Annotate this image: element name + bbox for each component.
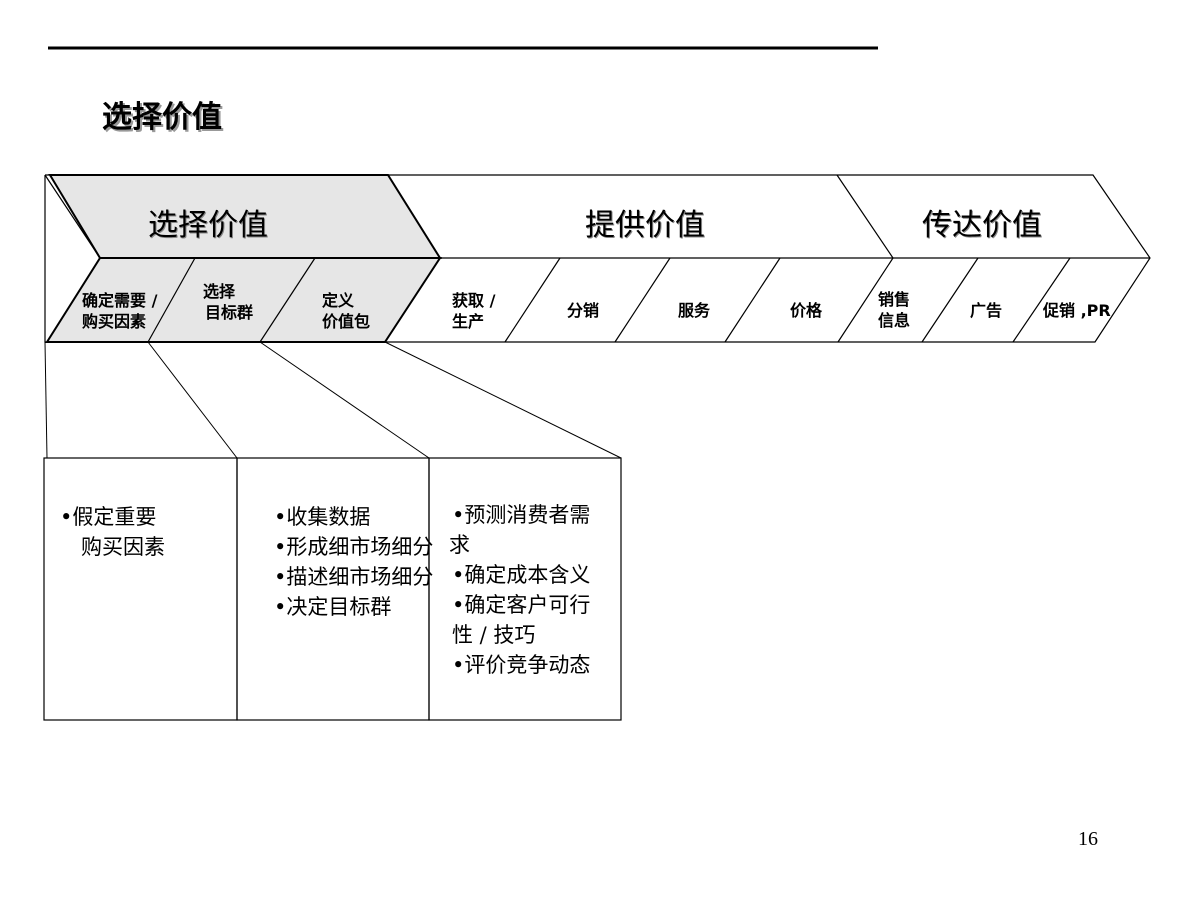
step-promotion-pr: 促销 ,PR <box>1043 301 1111 320</box>
detail-line: •决定目标群 <box>274 595 392 619</box>
step-line: 销售 <box>878 290 911 309</box>
page-number: 16 <box>1078 828 1098 850</box>
step-acquire-produce: 获取 / 生产 <box>452 290 495 332</box>
step-define-package: 定义价值包 <box>322 290 370 332</box>
detail-box <box>43 457 238 721</box>
stage-communicate-value: 传达价值 <box>922 208 1042 243</box>
connector-line <box>259 341 430 459</box>
step-line: 定义 <box>322 291 355 310</box>
step-line: 确定需要 / <box>82 291 158 310</box>
left-notch-top <box>44 174 101 259</box>
detail-line: •评价竞争动态 <box>452 653 591 677</box>
step-distribution: 分销 <box>567 301 600 320</box>
detail-box <box>428 457 622 721</box>
stage-deliver-value: 提供价值 <box>585 208 705 243</box>
stage-divider <box>836 174 894 343</box>
step-sales-info: 销售信息 <box>878 289 910 331</box>
detail-box-2-text: •收集数据 •形成细市场细分 •描述细市场细分 •决定目标群 <box>274 502 433 622</box>
detail-box-3-text: •预测消费者需 求 •确定成本含义 •确定客户可行 性 / 技巧 •评价竞争动态 <box>449 500 591 680</box>
connector-line <box>384 341 622 459</box>
detail-line: •确定成本含义 <box>452 563 591 587</box>
step-divider <box>147 257 196 343</box>
step-line: 获取 / <box>452 291 496 310</box>
detail-line: •形成细市场细分 <box>274 535 434 559</box>
step-divider <box>921 257 979 343</box>
detail-line: 购买因素 <box>60 535 165 559</box>
detail-line: •假定重要 <box>60 505 157 529</box>
step-line: 信息 <box>878 311 911 330</box>
detail-boxes <box>43 457 622 721</box>
detail-box-1-text: •假定重要 购买因素 <box>60 502 165 562</box>
detail-line: •确定客户可行 <box>452 593 591 617</box>
connector-line <box>147 341 238 459</box>
detail-line: •预测消费者需 <box>452 503 591 527</box>
detail-line: •收集数据 <box>274 505 371 529</box>
step-service: 服务 <box>678 301 711 320</box>
step-divider <box>614 257 671 343</box>
step-determine-needs: 确定需要 / 购买因素 <box>82 290 157 332</box>
stage-select-value: 选择价值 <box>148 208 268 243</box>
step-select-target: 选择目标群 <box>203 281 253 323</box>
step-divider <box>1012 257 1071 343</box>
step-advertising: 广告 <box>970 301 1003 320</box>
step-line: 购买因素 <box>82 312 147 331</box>
step-dividers <box>147 257 1071 343</box>
step-line: 选择 <box>203 282 236 301</box>
step-price: 价格 <box>790 301 823 320</box>
chain-outline <box>44 174 1151 343</box>
detail-line: •描述细市场细分 <box>274 565 434 589</box>
step-line: 目标群 <box>205 303 254 322</box>
step-divider <box>724 257 781 343</box>
detail-line: 求 <box>449 533 470 557</box>
step-line: 价值包 <box>322 312 371 331</box>
connectors <box>44 341 622 459</box>
slide-title: 选择价值 <box>102 100 222 135</box>
step-divider <box>504 257 561 343</box>
step-divider <box>259 257 316 343</box>
detail-line: 性 / 技巧 <box>452 623 536 647</box>
step-line: 生产 <box>452 312 485 331</box>
connector-line <box>44 341 48 459</box>
